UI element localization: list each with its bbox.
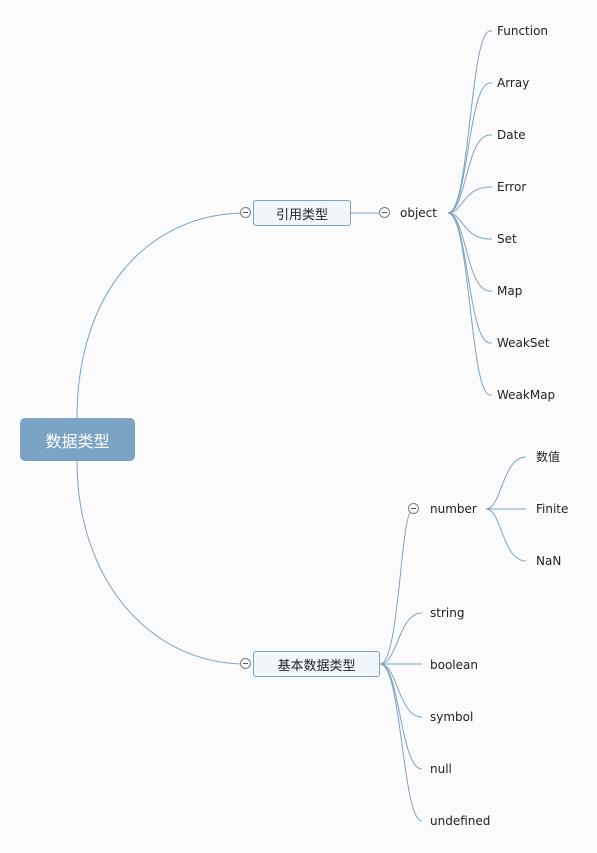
node-array[interactable]: Array — [497, 76, 530, 90]
node-finite[interactable]: Finite — [536, 502, 569, 516]
connector-object-weakset — [447, 212, 492, 344]
node-undefined[interactable]: undefined — [430, 814, 491, 828]
connector-object-map — [447, 212, 492, 292]
node-symbol[interactable]: symbol — [430, 710, 474, 724]
connector-root-reference — [76, 212, 247, 419]
root-node[interactable]: 数据类型 — [20, 418, 135, 461]
connector-object-set — [447, 212, 492, 240]
branch-reference[interactable]: 引用类型 — [253, 200, 351, 226]
node-string[interactable]: string — [430, 606, 465, 620]
node-weakset[interactable]: WeakSet — [497, 336, 550, 350]
connector-object-array — [447, 82, 492, 214]
connector-primitive-undefined — [379, 663, 423, 822]
node-boolean[interactable]: boolean — [430, 658, 478, 672]
node-error[interactable]: Error — [497, 180, 527, 194]
branch-primitive[interactable]: 基本数据类型 — [253, 651, 380, 677]
connector-primitive-string — [379, 612, 423, 665]
connector-primitive-null — [379, 663, 423, 770]
collapse-number-icon[interactable] — [408, 503, 419, 514]
connector-object-error — [447, 186, 492, 214]
node-shuzhi[interactable]: 数值 — [536, 450, 561, 464]
node-object[interactable]: object — [400, 206, 437, 220]
node-null[interactable]: null — [430, 762, 452, 776]
connector-primitive-symbol — [379, 663, 423, 718]
branch-primitive-label: 基本数据类型 — [277, 658, 356, 674]
node-date[interactable]: Date — [497, 128, 526, 142]
connector-primitive-number — [379, 508, 414, 665]
connector-object-function — [447, 30, 492, 214]
connector-object-weakmap — [447, 212, 492, 396]
node-map[interactable]: Map — [497, 284, 523, 298]
connector-object-date — [447, 134, 492, 214]
root-node-label: 数据类型 — [45, 431, 110, 451]
connector-number-shuzhi — [485, 456, 527, 510]
collapse-primitive-icon[interactable] — [240, 658, 251, 669]
branch-reference-label: 引用类型 — [275, 207, 328, 223]
node-set[interactable]: Set — [497, 232, 517, 246]
node-number[interactable]: number — [430, 502, 477, 516]
node-function[interactable]: Function — [497, 24, 549, 38]
node-weakmap[interactable]: WeakMap — [497, 388, 556, 402]
node-nan[interactable]: NaN — [536, 554, 562, 568]
collapse-reference-icon[interactable] — [240, 207, 251, 218]
collapse-object-icon[interactable] — [379, 207, 390, 218]
connector-root-primitive — [76, 460, 247, 665]
connector-number-nan — [485, 508, 527, 562]
